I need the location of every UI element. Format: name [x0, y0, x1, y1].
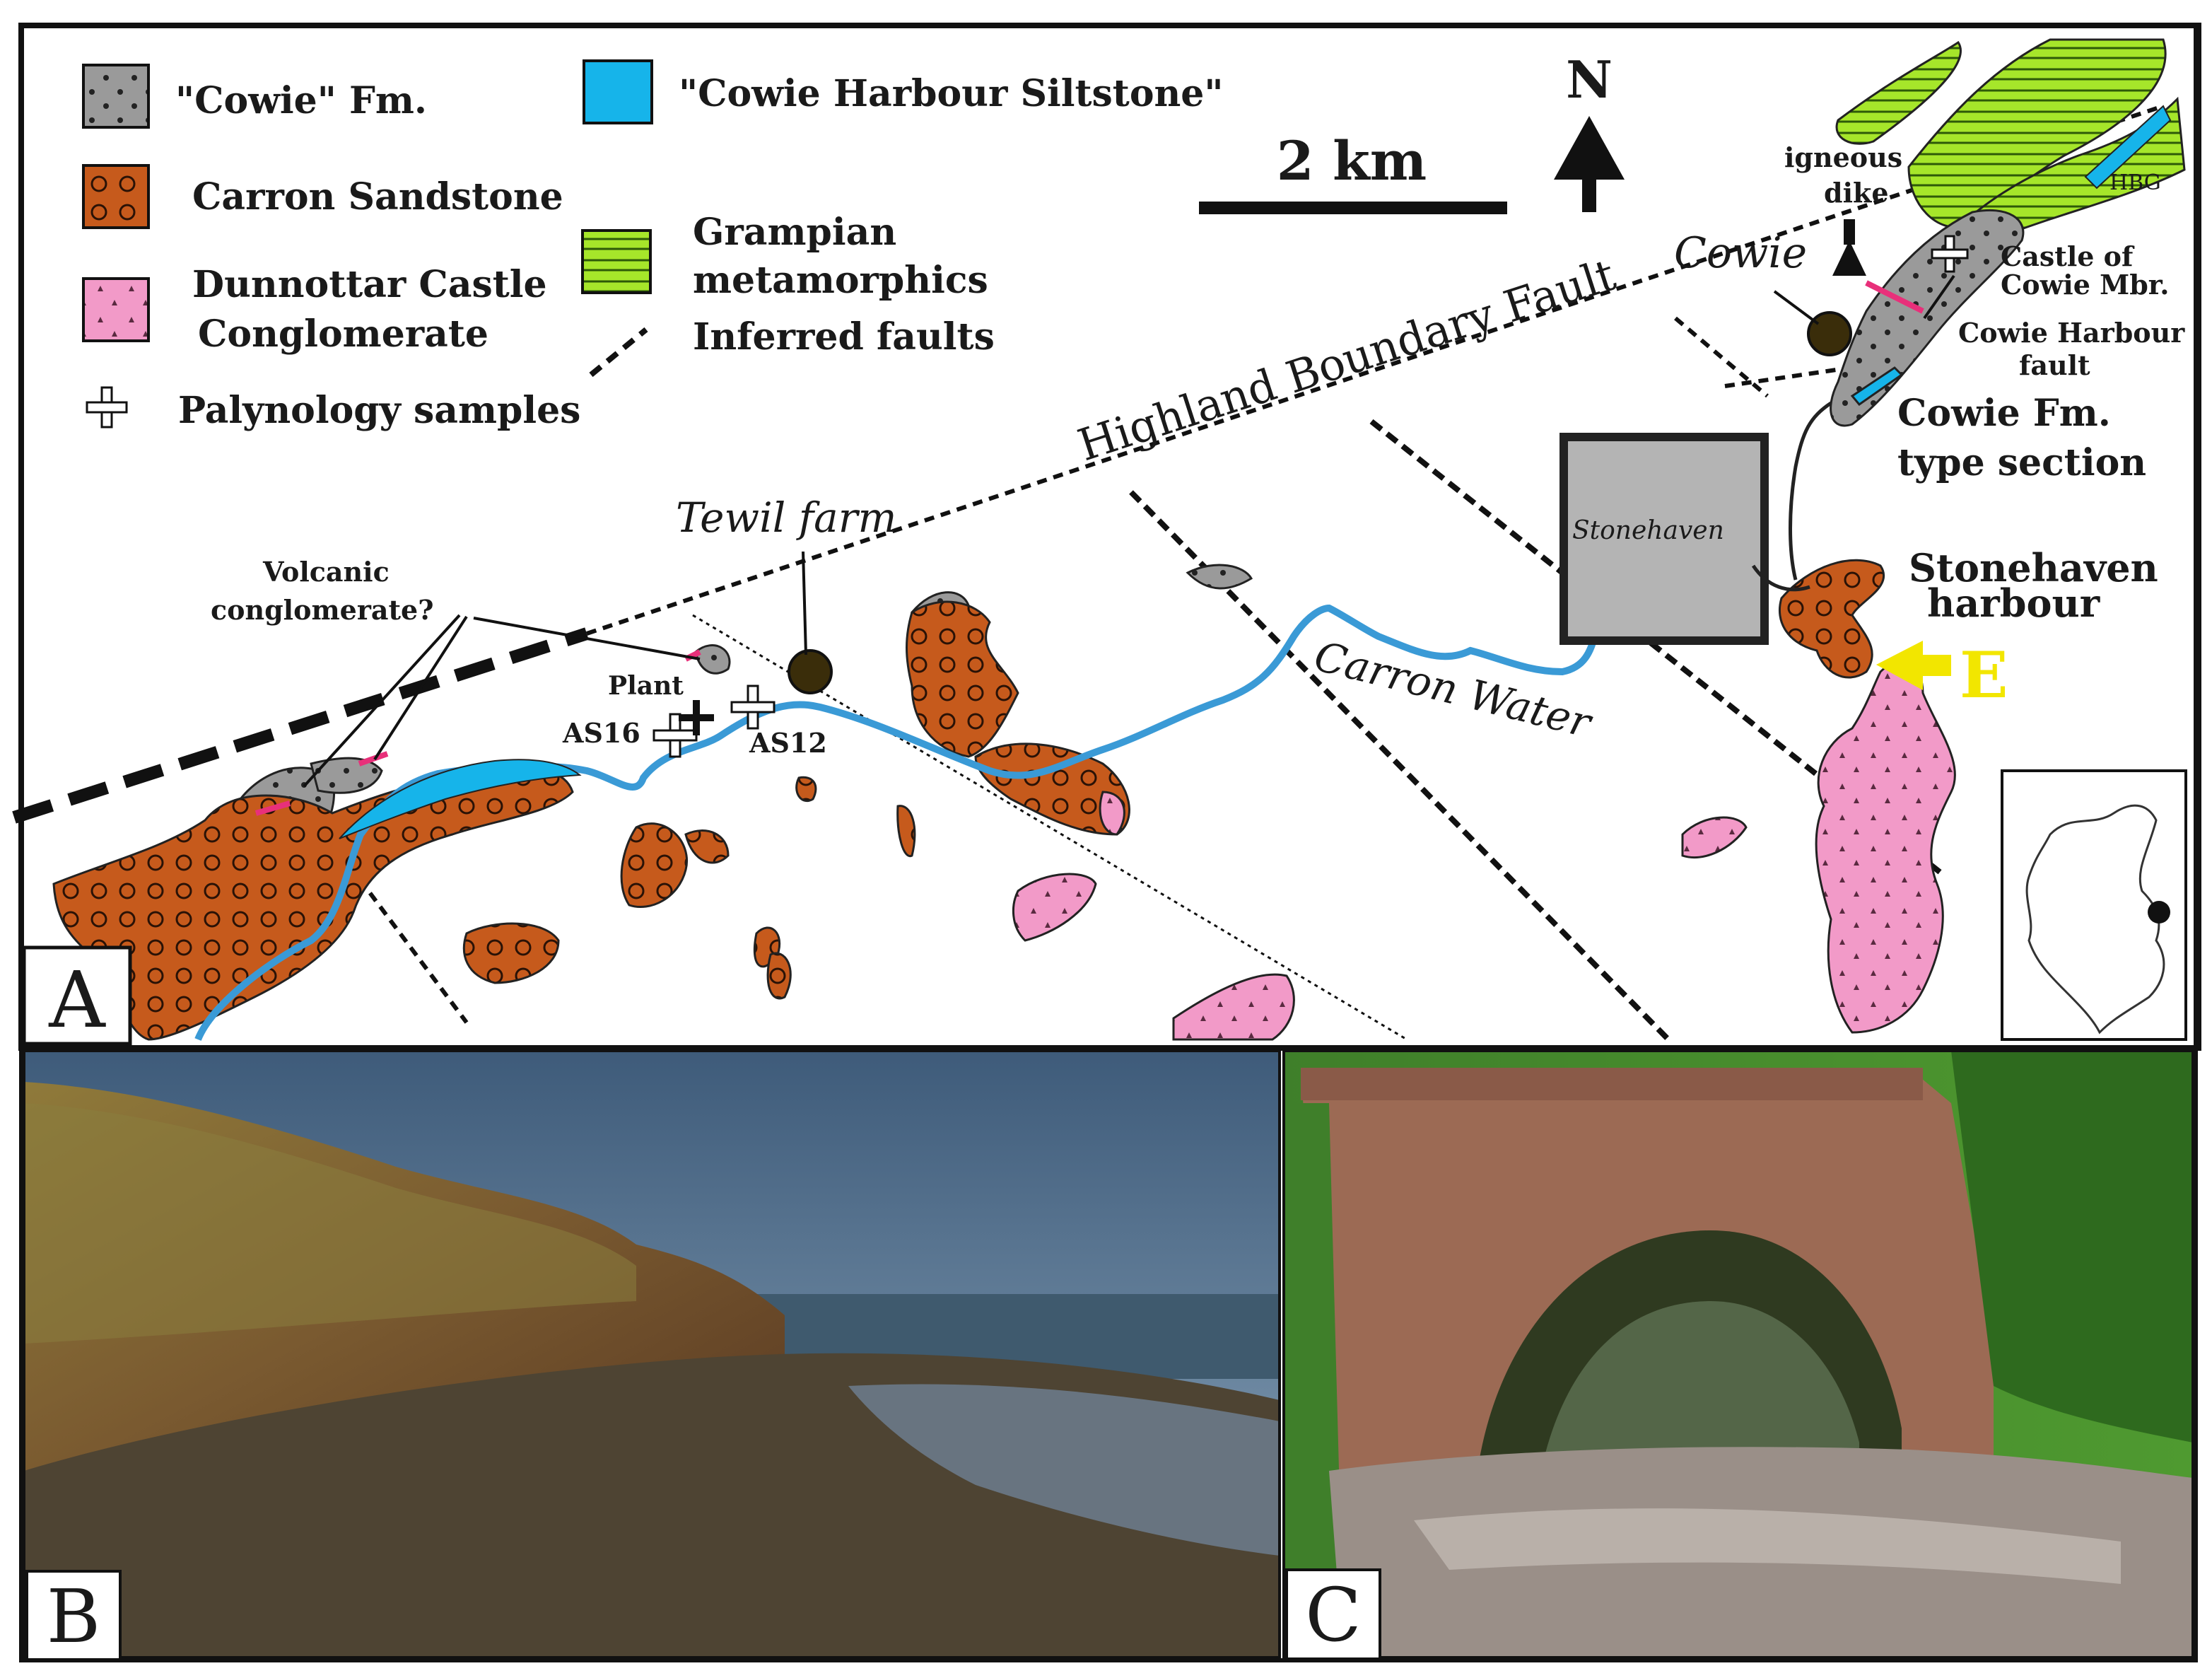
figure-frame — [19, 23, 2198, 1662]
legend-palynology: Palynology samples — [178, 389, 580, 432]
legend-dunnottar-line1: Dunnottar Castle — [192, 263, 547, 306]
tewil-farm-marker — [788, 649, 833, 694]
carron-water-river — [194, 563, 1756, 1041]
castle-label-line1: Castle of — [2001, 240, 2135, 272]
palynology-sample-castle — [1931, 235, 1969, 273]
cowie-label: Cowie — [1674, 228, 1807, 278]
palynology-sample-as16 — [653, 713, 698, 758]
fault-legend-line — [589, 327, 648, 378]
cowie-harbour-fault-label-line2: fault — [2019, 349, 2090, 381]
e-location-arrow-icon — [1876, 641, 1951, 690]
volcanic-label-line1: Volcanic — [262, 556, 390, 588]
coast-road-line — [1751, 401, 1832, 592]
igneous-dike-arrow-icon — [1832, 240, 1866, 276]
dunnottar-units — [1012, 660, 1956, 1041]
legend: "Cowie" Fm. Carron Sandstone Dunnottar C… — [82, 59, 1223, 432]
legend-cowie-fm: "Cowie" Fm. — [175, 79, 427, 122]
stonehaven-harbour-label-line2: harbour — [1927, 581, 2100, 626]
grampian-units — [1835, 38, 2186, 249]
north-arrow-icon: N — [1554, 49, 1625, 212]
photo-panel-c: C — [1282, 1049, 2194, 1660]
palynology-sample-as12 — [730, 684, 776, 730]
north-label: N — [1566, 49, 1613, 110]
tewil-farm-label: Tewil farm — [676, 494, 896, 542]
plant-label: Plant — [608, 671, 684, 701]
cowie-harbour-siltstone-west — [339, 759, 582, 839]
scale-bar-label: 2 km — [1277, 129, 1427, 192]
stonehaven-harbour-label-line1: Stonehaven — [1909, 545, 2158, 590]
legend-grampian-line1: Grampian — [693, 211, 896, 254]
cowie-harbour-fault-label-line1: Cowie Harbour — [1958, 317, 2185, 349]
as16-label: AS16 — [562, 717, 640, 749]
legend-carron-sandstone: Carron Sandstone — [192, 175, 563, 219]
panel-c-label: C — [1305, 1572, 1362, 1658]
volcanic-label-line2: conglomerate? — [211, 594, 434, 626]
igneous-label-line1: igneous — [1784, 141, 1902, 173]
cowie-site-marker — [1807, 311, 1852, 356]
stonehaven-town-box: Stonehaven — [1559, 433, 1769, 645]
e-location-label: E — [1960, 638, 2008, 713]
cowie-type-section-line2: type section — [1897, 441, 2146, 484]
leader-lines — [303, 274, 1955, 788]
as12-label: AS12 — [749, 727, 827, 759]
carron-sandstone-units — [52, 559, 1885, 1041]
panel-a-label: A — [48, 955, 106, 1045]
scotland-inset-map — [2001, 769, 2187, 1041]
igneous-label-line2: dike — [1824, 177, 1889, 209]
hbg-label: HBG — [2109, 170, 2161, 195]
legend-cowie-harbour-siltstone: "Cowie Harbour Siltstone" — [679, 72, 1223, 115]
plant-sample-cross — [679, 700, 714, 735]
scale-bar: 2 km — [1199, 129, 1507, 214]
map-panel: "Cowie" Fm. Carron Sandstone Dunnottar C… — [12, 23, 2201, 1051]
legend-grampian-line2: metamorphics — [693, 259, 988, 302]
cowie-type-section-line1: Cowie Fm. — [1897, 392, 2111, 435]
dike-markers — [254, 280, 1924, 816]
palynology-legend-icon — [86, 386, 128, 429]
photo-panel-b: B — [23, 1049, 1281, 1662]
legend-dunnottar-line2: Conglomerate — [198, 313, 488, 356]
castle-label-line2: Cowie Mbr. — [2001, 269, 2170, 301]
legend-inferred-faults: Inferred faults — [693, 315, 995, 359]
stonehaven-town-label: Stonehaven — [1572, 516, 1724, 545]
panel-b-label: B — [47, 1573, 100, 1660]
